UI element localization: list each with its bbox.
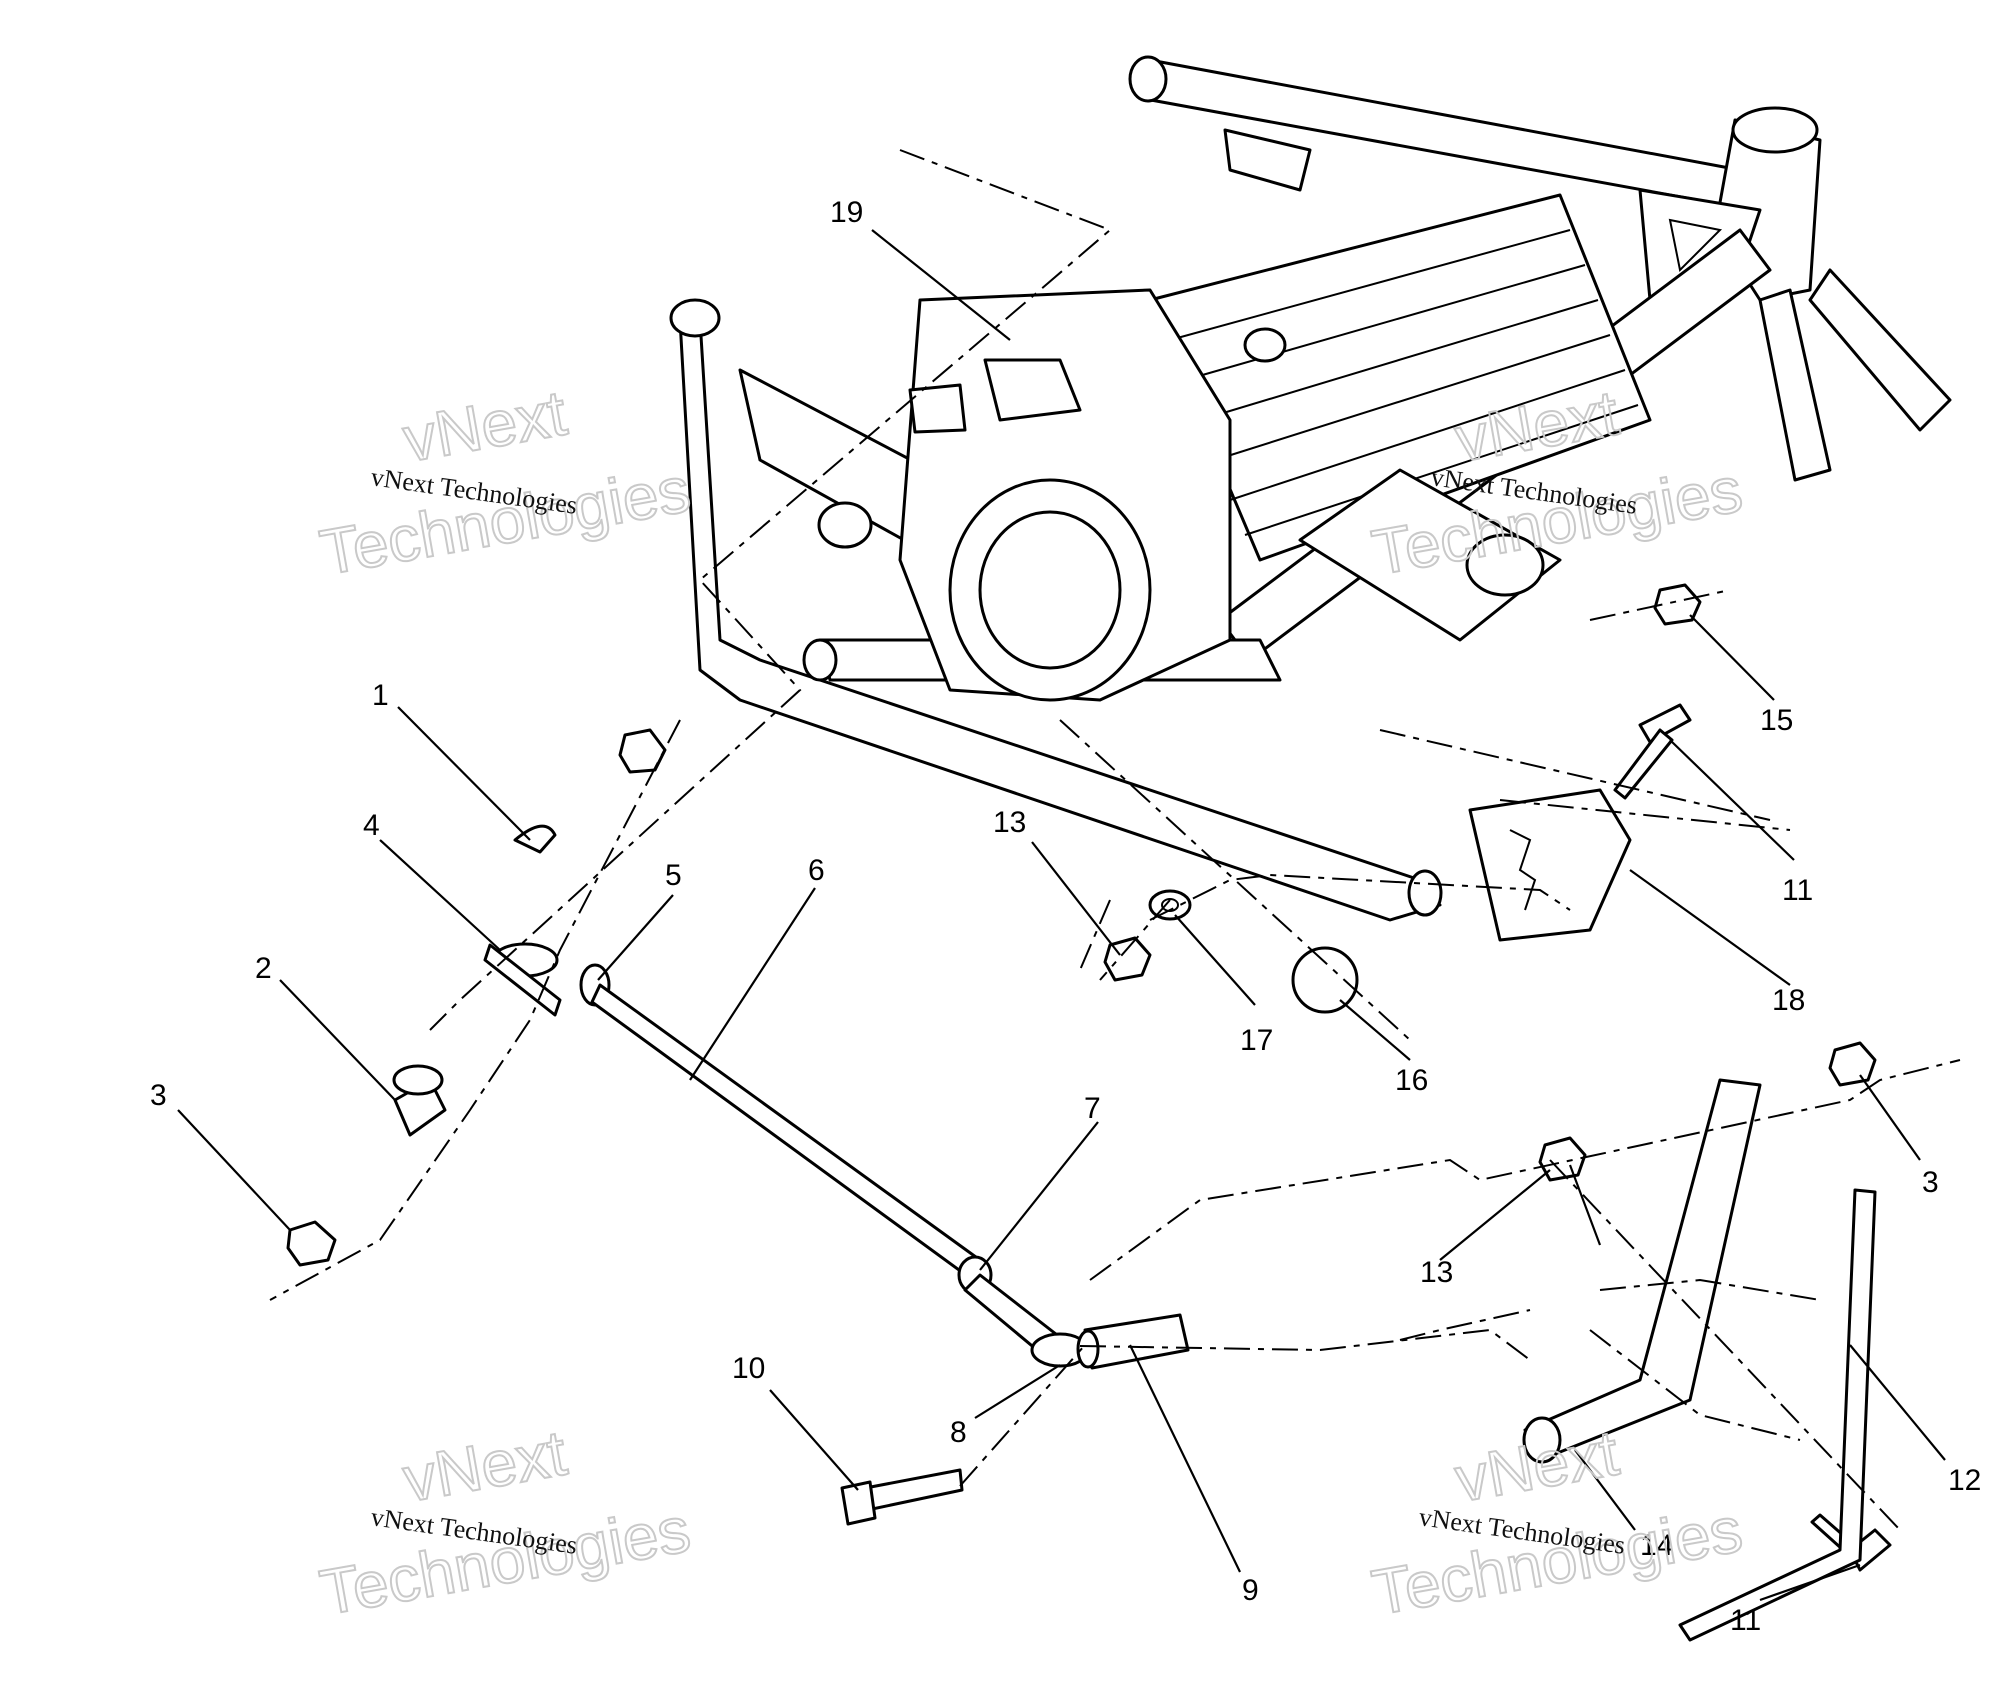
part-1-cotter <box>513 824 557 854</box>
callout-6: 6 <box>808 854 825 887</box>
callout-11-upper: 11 <box>1782 874 1813 907</box>
part-nut-upper-left <box>618 728 667 774</box>
callout-3-left: 3 <box>150 1079 167 1112</box>
callout-5: 5 <box>665 859 682 892</box>
watermark-large-4a: vNext <box>1450 1416 1624 1515</box>
callout-numbers: 1 2 3 4 5 6 7 8 9 10 11 12 13 14 15 16 1… <box>150 196 1981 1637</box>
part-13-nut-lower <box>1538 1136 1587 1182</box>
callout-3-right: 3 <box>1922 1166 1939 1199</box>
hardware-parts <box>286 583 1892 1642</box>
callout-13-lower: 13 <box>1420 1256 1453 1289</box>
assembly-guide-lines <box>269 149 1961 1531</box>
callout-14: 14 <box>1640 1529 1673 1562</box>
callout-1: 1 <box>372 679 389 712</box>
watermark-large-1a: vNext <box>398 376 572 475</box>
callout-10: 10 <box>732 1352 765 1385</box>
part-18-shift-gate <box>1468 788 1632 942</box>
callout-9: 9 <box>1242 1574 1259 1607</box>
callout-7: 7 <box>1084 1092 1101 1125</box>
part-15-nut <box>1653 583 1702 626</box>
part-14-bracket <box>1523 1078 1762 1462</box>
callout-11-lower: 11 <box>1730 1604 1761 1637</box>
part-3-nut-right <box>1828 1041 1877 1087</box>
callout-16: 16 <box>1395 1064 1428 1097</box>
callout-13-upper: 13 <box>993 806 1026 839</box>
part-6-shift-rod <box>590 983 982 1280</box>
part-11-bolt-upper <box>1638 703 1692 744</box>
callout-12: 12 <box>1948 1464 1981 1497</box>
part-16-knob <box>1291 946 1359 1014</box>
callout-19: 19 <box>830 196 863 229</box>
callout-leaders <box>177 229 1946 1602</box>
callout-8: 8 <box>950 1416 967 1449</box>
callout-4: 4 <box>363 809 380 842</box>
frame-and-engine-illustration <box>669 55 1952 922</box>
callout-15: 15 <box>1760 704 1793 737</box>
callout-18: 18 <box>1772 984 1805 1017</box>
callout-2: 2 <box>255 952 272 985</box>
watermark-large-3a: vNext <box>398 1416 572 1515</box>
part-3-nut-left <box>286 1220 337 1267</box>
callout-17: 17 <box>1240 1024 1273 1057</box>
part-12-shift-lever <box>1678 1188 1877 1642</box>
